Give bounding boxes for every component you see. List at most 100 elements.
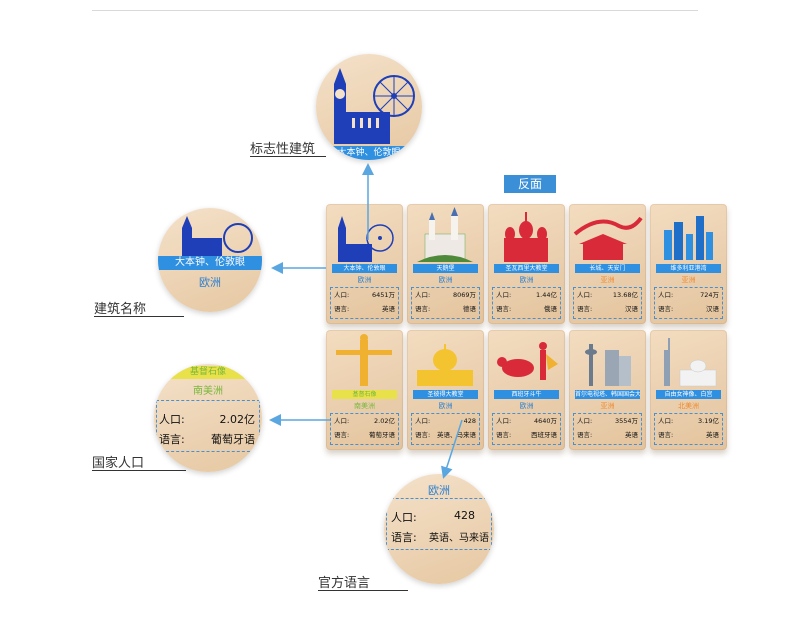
tile-pop-value: 6451万 <box>371 291 395 299</box>
back-side-label: 反面 <box>504 175 556 193</box>
zoom-pop-value: 2.02亿 <box>219 413 256 426</box>
tile-continent: 亚洲 <box>681 276 696 284</box>
zoom-lang-label: 语言: <box>159 433 185 446</box>
tile-info-box: 人口:3.19亿 语言:英语 <box>654 413 723 445</box>
tile-pop-value: 8069万 <box>452 291 476 299</box>
callout-population-underline <box>92 470 186 471</box>
seoul-tower-icon <box>585 344 631 386</box>
tile-neuschwanstein: 天鹅堡 欧洲 人口:8069万 语言:德语 <box>407 204 484 324</box>
zoom-lang-lang-value: 英语、马来语 <box>429 533 489 544</box>
big-ben-icon <box>182 216 253 258</box>
tile-pop-value: 2.02亿 <box>374 417 395 425</box>
tile-lang-label: 语言: <box>415 431 431 439</box>
tile-pop-label: 人口: <box>577 417 593 425</box>
tile-name: 自由女神像、白宫 <box>656 390 721 399</box>
tile-info-box: 人口:8069万 语言:德语 <box>411 287 480 319</box>
zoom-circle-population: 基督石像 南美洲 人口: 2.02亿 语言: 葡萄牙语 <box>154 364 262 472</box>
callout-building-name: 建筑名称 <box>94 302 147 317</box>
tile-st-peter: 圣彼得大教堂 欧洲 人口:428 语言:英语、马来语 <box>407 330 484 450</box>
tile-statue-liberty: 自由女神像、白宫 北美洲 人口:3.19亿 语言:英语 <box>650 330 727 450</box>
tile-pop-value: 724万 <box>700 291 719 299</box>
tile-lang-value: 英语 <box>625 431 638 439</box>
zoom-lang-value: 葡萄牙语 <box>211 433 255 446</box>
tile-name: 长城、天安门 <box>575 264 640 273</box>
tile-pop-label: 人口: <box>496 417 512 425</box>
tile-lang-label: 语言: <box>658 305 674 313</box>
tile-lang-label: 语言: <box>334 305 350 313</box>
callout-population: 国家人口 <box>92 456 145 471</box>
callout-landmark-underline <box>250 156 326 157</box>
big-ben-london-eye-icon <box>334 68 415 144</box>
tile-info-box: 人口: 2.02亿 语言: 葡萄牙语 <box>330 413 399 445</box>
top-divider <box>92 10 698 11</box>
tile-name: 基督石像 <box>332 390 397 399</box>
tile-pop-label: 人口: <box>415 417 431 425</box>
tile-continent: 欧洲 <box>519 276 534 284</box>
tile-continent: 欧洲 <box>438 276 453 284</box>
tile-big-ben: 大本钟、伦敦眼 欧洲 人口: 6451万 语言: 英语 <box>326 204 403 324</box>
tile-name: 大本钟、伦敦眼 <box>332 264 397 273</box>
tile-continent: 亚洲 <box>600 276 615 284</box>
tile-pop-value: 428 <box>463 417 476 425</box>
tile-continent: 欧洲 <box>357 276 372 284</box>
callout-building-name-underline <box>94 316 184 317</box>
domino-tile-grid: 大本钟、伦敦眼 欧洲 人口: 6451万 语言: 英语 天鹅堡 欧洲 人口: 8069… <box>326 204 734 452</box>
tile-lang-label: 语言: <box>577 431 593 439</box>
tile-info-box: 人口:13.68亿 语言:汉语 <box>573 287 642 319</box>
zoom-pop-name: 基督石像 <box>154 366 262 379</box>
tile-pop-value: 1.44亿 <box>536 291 557 299</box>
tile-pop-value: 13.68亿 <box>612 291 638 299</box>
zoom-pop-label: 人口: <box>159 413 185 426</box>
zoom-circle-language: 欧洲 人口: 428 语言: 英语、马来语 <box>384 474 494 584</box>
tile-continent: 欧洲 <box>438 402 453 410</box>
bullfight-icon <box>497 342 558 380</box>
tile-info-box: 人口:1.44亿 语言:俄语 <box>492 287 561 319</box>
tile-great-wall: 长城、天安门 亚洲 人口:13.68亿 语言:汉语 <box>569 204 646 324</box>
tile-lang-value: 汉语 <box>706 305 719 313</box>
tile-pop-label: 人口: <box>334 291 350 299</box>
tile-name: 首尔电视塔、韩国国会大厦 <box>575 390 640 399</box>
tile-name: 圣彼得大教堂 <box>413 390 478 399</box>
tile-lang-value: 西班牙语 <box>531 431 557 439</box>
zoom-pop-continent: 南美洲 <box>193 386 223 397</box>
tile-lang-value: 汉语 <box>625 305 638 313</box>
tile-info-box: 人口: 724万 语言: 汉语 <box>654 287 723 319</box>
tile-st-basil: 圣瓦西里大教堂 欧洲 人口:1.44亿 语言:俄语 <box>488 204 565 324</box>
tile-lang-value: 英语 <box>382 305 395 313</box>
tile-lang-value: 俄语 <box>544 305 557 313</box>
tile-lang-label: 语言: <box>658 431 674 439</box>
skyline-icon <box>664 216 713 260</box>
tile-pop-label: 人口: <box>658 291 674 299</box>
tile-lang-label: 语言: <box>415 305 431 313</box>
tile-name: 圣瓦西里大教堂 <box>494 264 559 273</box>
tile-continent: 北美洲 <box>678 402 699 410</box>
tile-lang-value: 葡萄牙语 <box>369 431 395 439</box>
tile-lang-label: 语言: <box>496 305 512 313</box>
st-basil-cathedral-icon <box>504 212 548 262</box>
callout-language: 官方语言 <box>318 576 371 591</box>
zoom-lang-pop-label: 人口: <box>391 511 417 524</box>
tile-seoul-tower: 首尔电视塔、韩国国会大厦 亚洲 人口:3554万 语言:英语 <box>569 330 646 450</box>
zoom-lang-pop-value: 428 <box>454 509 475 522</box>
st-peter-basilica-icon <box>417 344 473 386</box>
zoom-building-partial-value: 645 <box>244 298 262 309</box>
tile-lang-label: 语言: <box>334 431 350 439</box>
zoom-building-continent: 欧洲 <box>199 276 221 289</box>
zoom-landmark-caption: 大本钟、伦敦眼 <box>326 146 412 160</box>
tile-lang-value: 德语 <box>463 305 476 313</box>
tile-lang-label: 语言: <box>496 431 512 439</box>
tile-pop-value: 3.19亿 <box>698 417 719 425</box>
callout-language-underline <box>318 590 408 591</box>
zoom-lang-lang-label: 语言: <box>391 531 417 544</box>
zoom-lang-continent: 欧洲 <box>428 484 450 497</box>
tile-name: 天鹅堡 <box>413 264 478 273</box>
tile-name: 维多利亚港湾 <box>656 264 721 273</box>
tile-pop-label: 人口: <box>658 417 674 425</box>
tile-pop-value: 4640万 <box>533 417 557 425</box>
statue-of-liberty-icon <box>664 338 717 387</box>
tile-pop-label: 人口: <box>334 417 350 425</box>
tile-lang-label: 语言: <box>577 305 593 313</box>
tile-info-box: 人口: 3554万 语言: 英语 <box>573 413 642 445</box>
tile-pop-value: 3554万 <box>614 417 638 425</box>
